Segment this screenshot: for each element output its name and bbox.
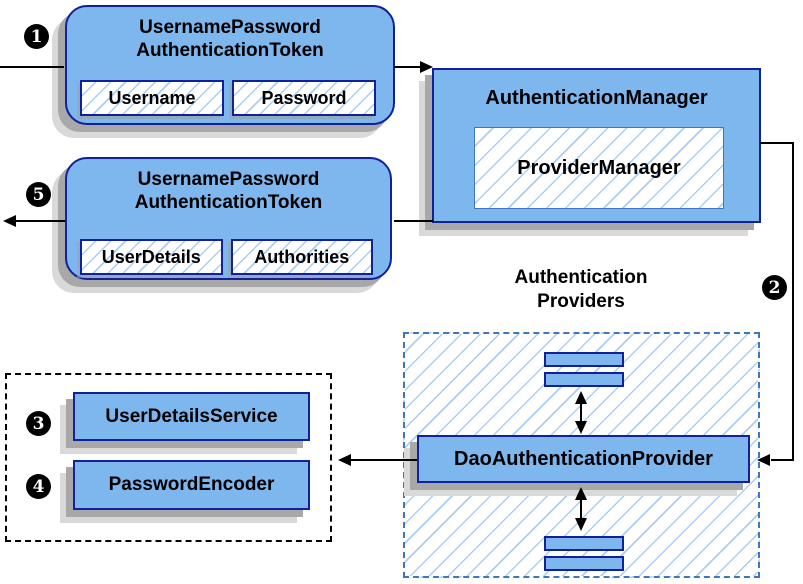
authentication-providers-heading-line2: Providers bbox=[537, 291, 625, 312]
authorities-field-box: Authorities bbox=[230, 239, 373, 275]
arrow-manager-to-dao-provider bbox=[757, 142, 794, 466]
userdetails-field-box: UserDetails bbox=[80, 239, 223, 275]
provider-manager-node: ProviderManager bbox=[474, 127, 724, 209]
request-token-fields: Username Password bbox=[80, 80, 376, 116]
step-2-number: 2 bbox=[768, 277, 781, 298]
provider-stack-bar-top-1 bbox=[544, 352, 624, 367]
authentication-manager-node: AuthenticationManager ProviderManager bbox=[432, 68, 761, 223]
services-container bbox=[5, 373, 332, 542]
request-token-title-line2: AuthenticationToken bbox=[136, 40, 324, 61]
password-encoder-node: PasswordEncoder bbox=[73, 460, 310, 510]
result-token-title: UsernamePassword AuthenticationToken bbox=[67, 159, 390, 214]
step-3-number: 3 bbox=[32, 413, 45, 434]
provider-stack-bar-bottom-1 bbox=[544, 536, 624, 551]
step-4-number: 4 bbox=[32, 476, 45, 497]
arrow-token-to-manager bbox=[394, 61, 433, 73]
step-5-badge: 5 bbox=[26, 182, 51, 207]
result-token-node: UsernamePassword AuthenticationToken Use… bbox=[65, 157, 392, 280]
step-1-badge: 1 bbox=[24, 24, 49, 49]
authentication-providers-heading-line1: Authentication bbox=[514, 267, 648, 288]
provider-stack-bar-top-2 bbox=[544, 372, 624, 387]
username-field-box: Username bbox=[80, 80, 224, 116]
provider-stack-bar-bottom-2 bbox=[544, 556, 624, 571]
request-token-node: UsernamePassword AuthenticationToken Use… bbox=[65, 5, 395, 125]
step-3-badge: 3 bbox=[26, 411, 51, 436]
request-token-title-line1: UsernamePassword bbox=[139, 17, 321, 38]
password-field-box: Password bbox=[232, 80, 376, 116]
authentication-manager-title: AuthenticationManager bbox=[485, 87, 708, 109]
request-token-title: UsernamePassword AuthenticationToken bbox=[67, 7, 393, 62]
dao-authentication-provider-node: DaoAuthenticationProvider bbox=[417, 435, 750, 483]
arrow-step5-outgoing bbox=[3, 215, 65, 227]
result-token-title-line2: AuthenticationToken bbox=[134, 192, 323, 213]
step-4-badge: 4 bbox=[26, 474, 51, 499]
user-details-service-node: UserDetailsService bbox=[73, 392, 310, 441]
result-token-fields: UserDetails Authorities bbox=[80, 239, 373, 275]
step-1-number: 1 bbox=[30, 26, 43, 47]
authentication-providers-heading: Authentication Providers bbox=[446, 266, 716, 314]
result-token-title-line1: UsernamePassword bbox=[137, 169, 320, 190]
step-2-badge: 2 bbox=[762, 275, 787, 300]
step-5-number: 5 bbox=[32, 184, 45, 205]
